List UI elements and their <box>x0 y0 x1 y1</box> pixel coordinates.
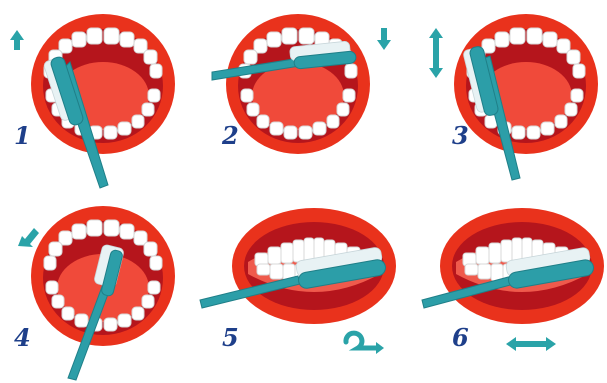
arrow-circular-icon <box>346 333 384 354</box>
arrow-left-right-icon <box>506 337 556 351</box>
arrow-diagonal-icon <box>18 228 39 247</box>
mouth-open-2 <box>226 14 370 154</box>
step-6-panel: 6 <box>422 208 604 352</box>
step-number-4: 4 <box>14 323 31 352</box>
step-number-1: 1 <box>14 121 31 150</box>
step-number-3: 3 <box>452 121 469 150</box>
arrow-down-icon <box>377 28 391 50</box>
step-number-6: 6 <box>452 323 469 352</box>
step-5-panel: 5 <box>200 208 396 354</box>
step-4-panel: 4 <box>14 206 175 380</box>
arrow-up-icon <box>10 30 24 50</box>
step-number-2: 2 <box>221 121 239 150</box>
arrow-up-down-icon <box>429 28 443 78</box>
step-number-5: 5 <box>222 323 239 352</box>
step-3-panel: 3 <box>429 14 598 180</box>
step-2-panel: 2 <box>212 14 391 154</box>
step-1-panel: 1 <box>10 14 175 188</box>
